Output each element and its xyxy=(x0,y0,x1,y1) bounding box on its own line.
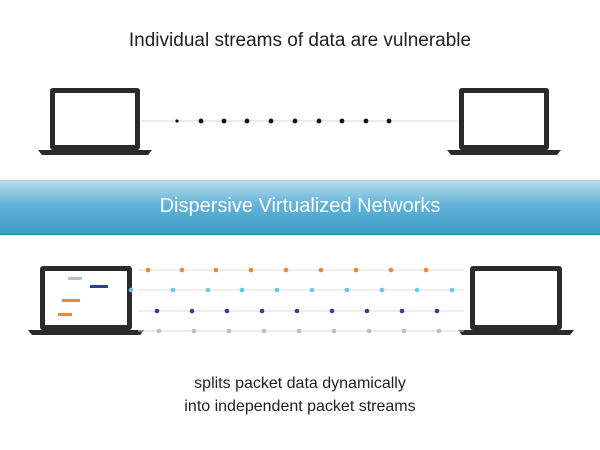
bottom-caption-line-2: into independent packet streams xyxy=(184,398,416,415)
packet-dot xyxy=(224,308,230,314)
banner-title: Dispersive Virtualized Networks xyxy=(159,195,441,217)
bottom-right-laptop-icon xyxy=(458,266,574,335)
packet-dot xyxy=(388,267,394,273)
packet-dot xyxy=(436,328,442,334)
packet-dot xyxy=(205,287,211,293)
packet-dot xyxy=(292,118,298,124)
packet-dot xyxy=(145,267,151,273)
top-caption: Individual streams of data are vulnerabl… xyxy=(128,30,472,51)
packet-dot xyxy=(154,308,160,314)
packet-dot xyxy=(399,308,405,314)
packet-dot xyxy=(449,287,455,293)
dvn-banner: Dispersive Virtualized Networks xyxy=(0,180,600,235)
packet-dot xyxy=(296,328,302,334)
packet-dot xyxy=(274,287,280,293)
packet-dot xyxy=(318,267,324,273)
packet-dot xyxy=(363,118,369,124)
packet-dot xyxy=(156,328,162,334)
packet-dot xyxy=(364,308,370,314)
packet-dot xyxy=(179,267,185,273)
packet-streams xyxy=(128,267,464,334)
packet-dot xyxy=(189,308,195,314)
packet-dot xyxy=(170,287,176,293)
packet-dot xyxy=(386,118,392,124)
packet-dot xyxy=(239,287,245,293)
packet-dot xyxy=(128,287,134,293)
packet-dot xyxy=(316,118,322,124)
packet-dot xyxy=(309,287,315,293)
packet-dot xyxy=(198,118,204,124)
packet-dot xyxy=(226,328,232,334)
packet-dot xyxy=(366,328,372,334)
packet-dot xyxy=(344,287,350,293)
bottom-left-laptop-icon xyxy=(28,266,144,335)
packet-dot xyxy=(261,328,267,334)
top-left-laptop-icon xyxy=(38,88,152,155)
single-stream-dots xyxy=(175,118,392,124)
packet-dot xyxy=(331,328,337,334)
packet-dot xyxy=(329,308,335,314)
packet-dot xyxy=(259,308,265,314)
bottom-caption-line-1: splits packet data dynamically xyxy=(194,375,406,392)
packet-dot xyxy=(401,328,407,334)
packet-dot xyxy=(414,287,420,293)
packet-dot xyxy=(434,308,440,314)
packet-dot xyxy=(213,267,219,273)
bottom-caption: splits packet data dynamically into inde… xyxy=(0,372,600,418)
packet-dot xyxy=(221,118,227,124)
packet-dot xyxy=(353,267,359,273)
packet-dot xyxy=(268,118,274,124)
packet-dot xyxy=(339,118,345,124)
top-right-laptop-icon xyxy=(447,88,561,155)
packet-dot xyxy=(423,267,429,273)
packet-dot xyxy=(294,308,300,314)
packet-dot xyxy=(379,287,385,293)
packet-dot xyxy=(244,118,250,124)
packet-dot xyxy=(175,119,179,123)
packet-dot xyxy=(191,328,197,334)
packet-dot xyxy=(283,267,289,273)
packet-dot xyxy=(248,267,254,273)
